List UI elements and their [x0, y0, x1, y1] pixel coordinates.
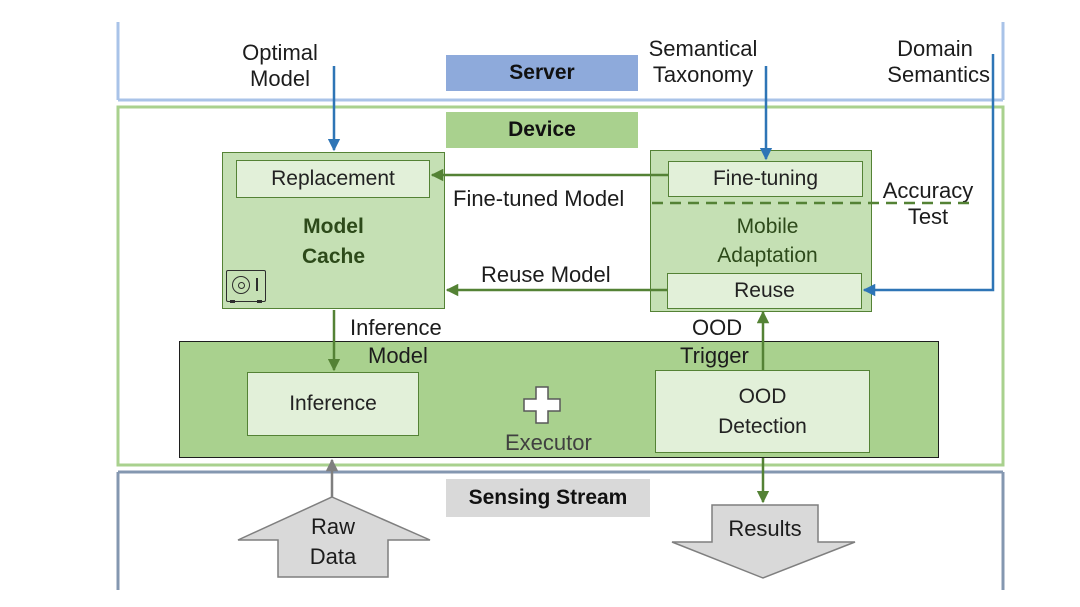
ood-trigger-label: OOD Trigger	[680, 315, 749, 368]
domain-semantics-label: Domain Semantics	[887, 36, 990, 87]
device-region	[116, 105, 1005, 467]
inference-model-label: Inference Model	[350, 315, 442, 368]
server-region	[116, 22, 1005, 102]
sensing-stream-title: Sensing Stream	[446, 479, 650, 517]
executor-title: Executor	[505, 430, 592, 455]
server-title: Server	[446, 55, 638, 91]
device-title: Device	[446, 112, 638, 148]
reuse-model-label: Reuse Model	[481, 262, 611, 287]
replacement-box: Replacement	[236, 160, 430, 198]
fine-tuned-model-label: Fine-tuned Model	[453, 186, 625, 211]
reuse-box: Reuse	[667, 273, 862, 309]
inference-box: Inference	[247, 372, 419, 436]
fine-tuning-box: Fine-tuning	[668, 161, 863, 197]
results-label: Results	[728, 516, 802, 541]
raw-data-arrow	[237, 496, 431, 578]
results-arrow	[671, 504, 856, 579]
safe-icon	[226, 270, 266, 303]
sensing-region	[116, 470, 1005, 590]
